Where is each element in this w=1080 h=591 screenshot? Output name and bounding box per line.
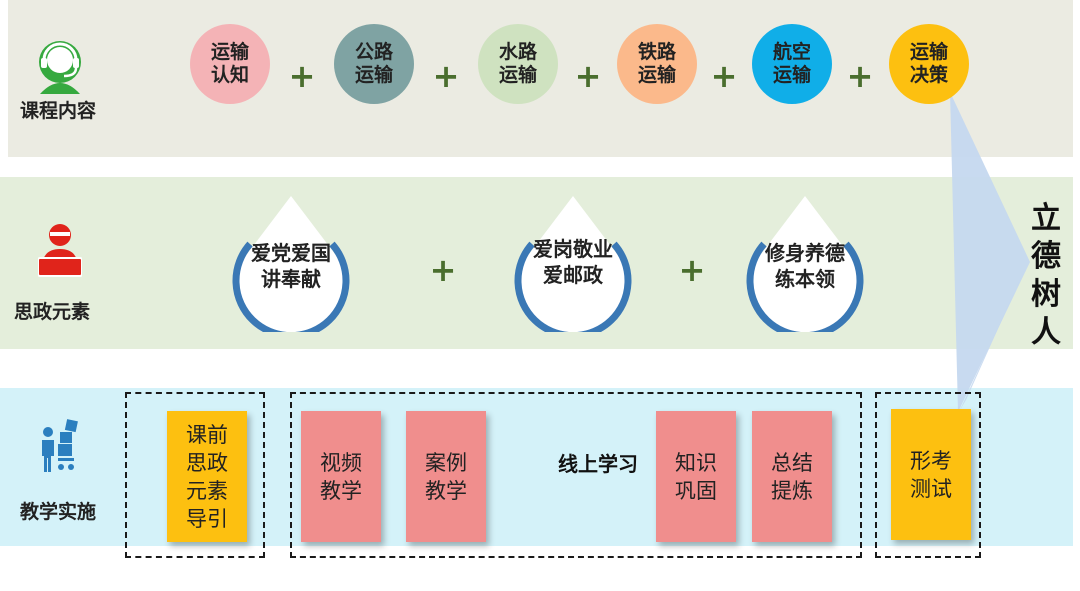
plus-icon: +	[710, 57, 738, 95]
plus-icon: +	[429, 251, 457, 289]
topic-road-transport: 公路 运输	[334, 24, 414, 104]
video-teaching-card: 视频 教学	[301, 411, 381, 542]
row-label-ideology: 思政元素	[14, 301, 91, 323]
topic-railway-transport: 铁路 运输	[617, 24, 697, 104]
summary-refinement-card: 总结 提炼	[752, 411, 832, 542]
plus-icon: +	[288, 57, 316, 95]
pre-class-guide-card: 课前 思政 元素 导引	[167, 411, 247, 542]
row-label-teaching: 教学实施	[20, 501, 97, 523]
topic-transport-decision: 运输 决策	[889, 24, 969, 104]
plus-icon: +	[846, 57, 874, 95]
case-teaching-card: 案例 教学	[406, 411, 486, 542]
ideology-element-2: 爱岗敬业 爱邮政	[508, 192, 638, 332]
plus-icon: +	[432, 57, 460, 95]
formative-test-card: 形考 测试	[891, 409, 971, 540]
topic-waterway-transport: 水路 运输	[478, 24, 558, 104]
plus-icon: +	[678, 251, 706, 289]
ideology-element-3: 修身养德 练本领	[740, 192, 870, 332]
goal-text: 立 德 树 人	[1031, 201, 1061, 350]
topic-air-transport: 航空 运输	[752, 24, 832, 104]
knowledge-consolidation-card: 知识 巩固	[656, 411, 736, 542]
online-learning-box	[290, 392, 862, 558]
headset-person-icon	[39, 41, 81, 94]
ideology-element-1: 爱党爱国 讲奉献	[226, 192, 356, 332]
assessment-box	[875, 392, 981, 558]
topic-transport-cognition: 运输 认知	[190, 24, 270, 104]
person-carrying-boxes-icon	[42, 419, 78, 472]
row-label-course: 课程内容	[20, 100, 97, 122]
pre-class-box	[125, 392, 265, 558]
plus-icon: +	[574, 57, 602, 95]
person-at-laptop-icon	[38, 224, 82, 277]
online-learning-title: 线上学习	[558, 452, 638, 476]
